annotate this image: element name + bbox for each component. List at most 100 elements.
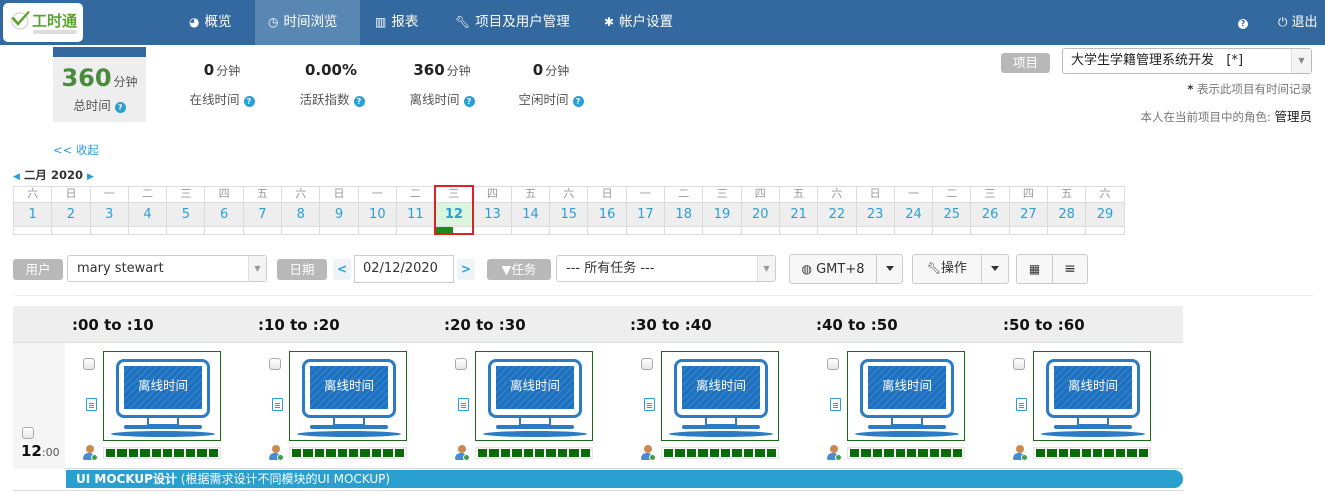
activity-bar xyxy=(289,447,407,459)
activity-block xyxy=(163,449,173,457)
help-icon[interactable]: ? xyxy=(114,102,126,113)
wrench-icon: 🔧︎ xyxy=(927,262,941,275)
calendar-day[interactable]: 21 xyxy=(778,201,819,227)
user-select[interactable]: mary stewart ▼ xyxy=(67,255,267,282)
column-title: :20 to :30 xyxy=(444,316,526,334)
calendar-day[interactable]: 22 xyxy=(817,201,857,227)
weekday-label: 五 xyxy=(1047,185,1087,203)
add-user-icon[interactable] xyxy=(455,445,470,461)
calendar-day[interactable]: 13 xyxy=(472,201,512,227)
offline-label: 离线时间 xyxy=(868,366,946,409)
project-role: 本人在当前项目中的角色: 管理员 xyxy=(1140,106,1312,125)
screenshot-thumbnail[interactable]: 离线时间 xyxy=(475,351,593,441)
calendar-day[interactable]: 23 xyxy=(855,201,895,227)
note-document-icon[interactable] xyxy=(830,398,841,411)
note-document-icon[interactable] xyxy=(1016,398,1027,411)
actions-button[interactable]: 🔧︎操作 xyxy=(913,255,981,283)
help-button[interactable]: ? xyxy=(1234,0,1248,45)
slot-checkbox[interactable] xyxy=(455,358,467,370)
task-select[interactable]: --- 所有任务 --- ▼ xyxy=(556,255,776,282)
app-logo[interactable]: 工时通 xyxy=(3,3,83,42)
nav-time-browse[interactable]: ◷时间浏览 xyxy=(255,0,360,45)
calendar-day[interactable]: 2 xyxy=(51,201,91,227)
project-select[interactable]: 大学生学籍管理系统开发 [*] ▼ xyxy=(1062,48,1312,74)
activity-block xyxy=(128,449,139,457)
calendar-day[interactable]: 24 xyxy=(893,201,934,227)
help-icon[interactable]: ? xyxy=(243,96,255,107)
screenshot-thumbnail[interactable]: 离线时间 xyxy=(289,351,407,441)
dropdown-arrow-icon: ▼ xyxy=(757,256,775,281)
calendar-day[interactable]: 7 xyxy=(242,201,283,227)
prev-month-icon[interactable]: ◀ xyxy=(13,172,20,182)
value: 0 xyxy=(532,61,544,79)
label: 在线时间 xyxy=(189,92,240,107)
calendar-day[interactable]: 16 xyxy=(587,201,627,227)
calendar-day[interactable]: 10 xyxy=(357,201,397,227)
calendar-day[interactable]: 3 xyxy=(89,201,129,227)
nav-overview[interactable]: ◕概览 xyxy=(176,0,244,45)
calendar-day[interactable]: 8 xyxy=(281,201,321,227)
next-date-button[interactable]: > xyxy=(457,259,475,280)
collapse-link[interactable]: << 收起 xyxy=(53,143,99,157)
note-document-icon[interactable] xyxy=(644,398,655,411)
grid-view-button[interactable]: ▦ xyxy=(1017,255,1052,283)
help-icon[interactable]: ? xyxy=(353,96,365,107)
timezone-dropdown-toggle[interactable] xyxy=(876,255,902,283)
note-document-icon[interactable] xyxy=(272,398,283,411)
calendar-day[interactable]: 15 xyxy=(549,201,589,227)
monitor-shadow xyxy=(297,431,401,437)
add-user-icon[interactable] xyxy=(827,445,842,461)
calendar-day[interactable]: 26 xyxy=(970,201,1010,227)
calendar-day[interactable]: 29 xyxy=(1085,201,1125,227)
calendar-day[interactable]: 17 xyxy=(625,201,666,227)
user-label: 用户 xyxy=(13,259,63,280)
calendar-day[interactable]: 27 xyxy=(1008,201,1049,227)
date-input[interactable]: 02/12/2020 xyxy=(354,255,454,283)
calendar-day[interactable]: 5 xyxy=(166,201,206,227)
screenshot-thumbnail[interactable]: 离线时间 xyxy=(661,351,779,441)
nav-account-settings[interactable]: ✱帐户设置 xyxy=(591,0,686,45)
calendar-day[interactable]: 4 xyxy=(127,201,168,227)
screenshot-thumbnail[interactable]: 离线时间 xyxy=(103,351,221,441)
nav-project-user-management[interactable]: 🔧︎项目及用户管理 xyxy=(442,0,583,45)
calendar-day[interactable]: 14 xyxy=(510,201,551,227)
calendar-day[interactable]: 11 xyxy=(395,201,436,227)
task-bar[interactable]: UI MOCKUP设计 (根据需求设计不同模块的UI MOCKUP) xyxy=(66,470,1183,488)
day-activity-bar xyxy=(932,225,972,235)
screenshot-thumbnail[interactable]: 离线时间 xyxy=(1033,351,1151,441)
calendar-day[interactable]: 20 xyxy=(740,201,780,227)
calendar-day[interactable]: 1 xyxy=(12,201,53,227)
calendar-day[interactable]: 6 xyxy=(204,201,244,227)
next-month-icon[interactable]: ▶ xyxy=(86,172,94,182)
calendar-day[interactable]: 12 xyxy=(433,201,475,227)
add-user-icon[interactable] xyxy=(83,445,98,461)
slot-checkbox[interactable] xyxy=(1013,358,1025,370)
actions-dropdown-toggle[interactable] xyxy=(981,255,1008,283)
timezone-button[interactable]: ◍ GMT+8 xyxy=(790,255,876,283)
add-user-icon[interactable] xyxy=(641,445,656,461)
prev-date-button[interactable]: < xyxy=(333,259,351,280)
weekday-label: 三 xyxy=(166,185,206,203)
slot-checkbox[interactable] xyxy=(641,358,653,370)
nav-reports[interactable]: ▥报表 xyxy=(362,0,431,45)
add-user-icon[interactable] xyxy=(1013,445,1028,461)
calendar-day[interactable]: 28 xyxy=(1047,201,1087,227)
monitor-shadow xyxy=(1041,431,1145,437)
calendar-day[interactable]: 18 xyxy=(664,201,704,227)
calendar-day[interactable]: 19 xyxy=(702,201,742,227)
calendar-day[interactable]: 25 xyxy=(932,201,972,227)
logout-button[interactable]: ⏻退出 xyxy=(1278,0,1318,45)
help-icon[interactable]: ? xyxy=(463,96,475,107)
slot-checkbox[interactable] xyxy=(269,358,281,370)
list-view-button[interactable]: ≡ xyxy=(1052,255,1087,283)
add-user-icon[interactable] xyxy=(269,445,284,461)
slot-checkbox[interactable] xyxy=(83,358,95,370)
note-document-icon[interactable] xyxy=(86,398,97,411)
day-activity-bar xyxy=(510,225,551,235)
slot-checkbox[interactable] xyxy=(827,358,839,370)
note-document-icon[interactable] xyxy=(458,398,469,411)
help-icon[interactable]: ? xyxy=(572,96,584,107)
screenshot-thumbnail[interactable]: 离线时间 xyxy=(847,351,965,441)
calendar-day[interactable]: 9 xyxy=(319,201,359,227)
hour-checkbox[interactable] xyxy=(22,427,34,439)
